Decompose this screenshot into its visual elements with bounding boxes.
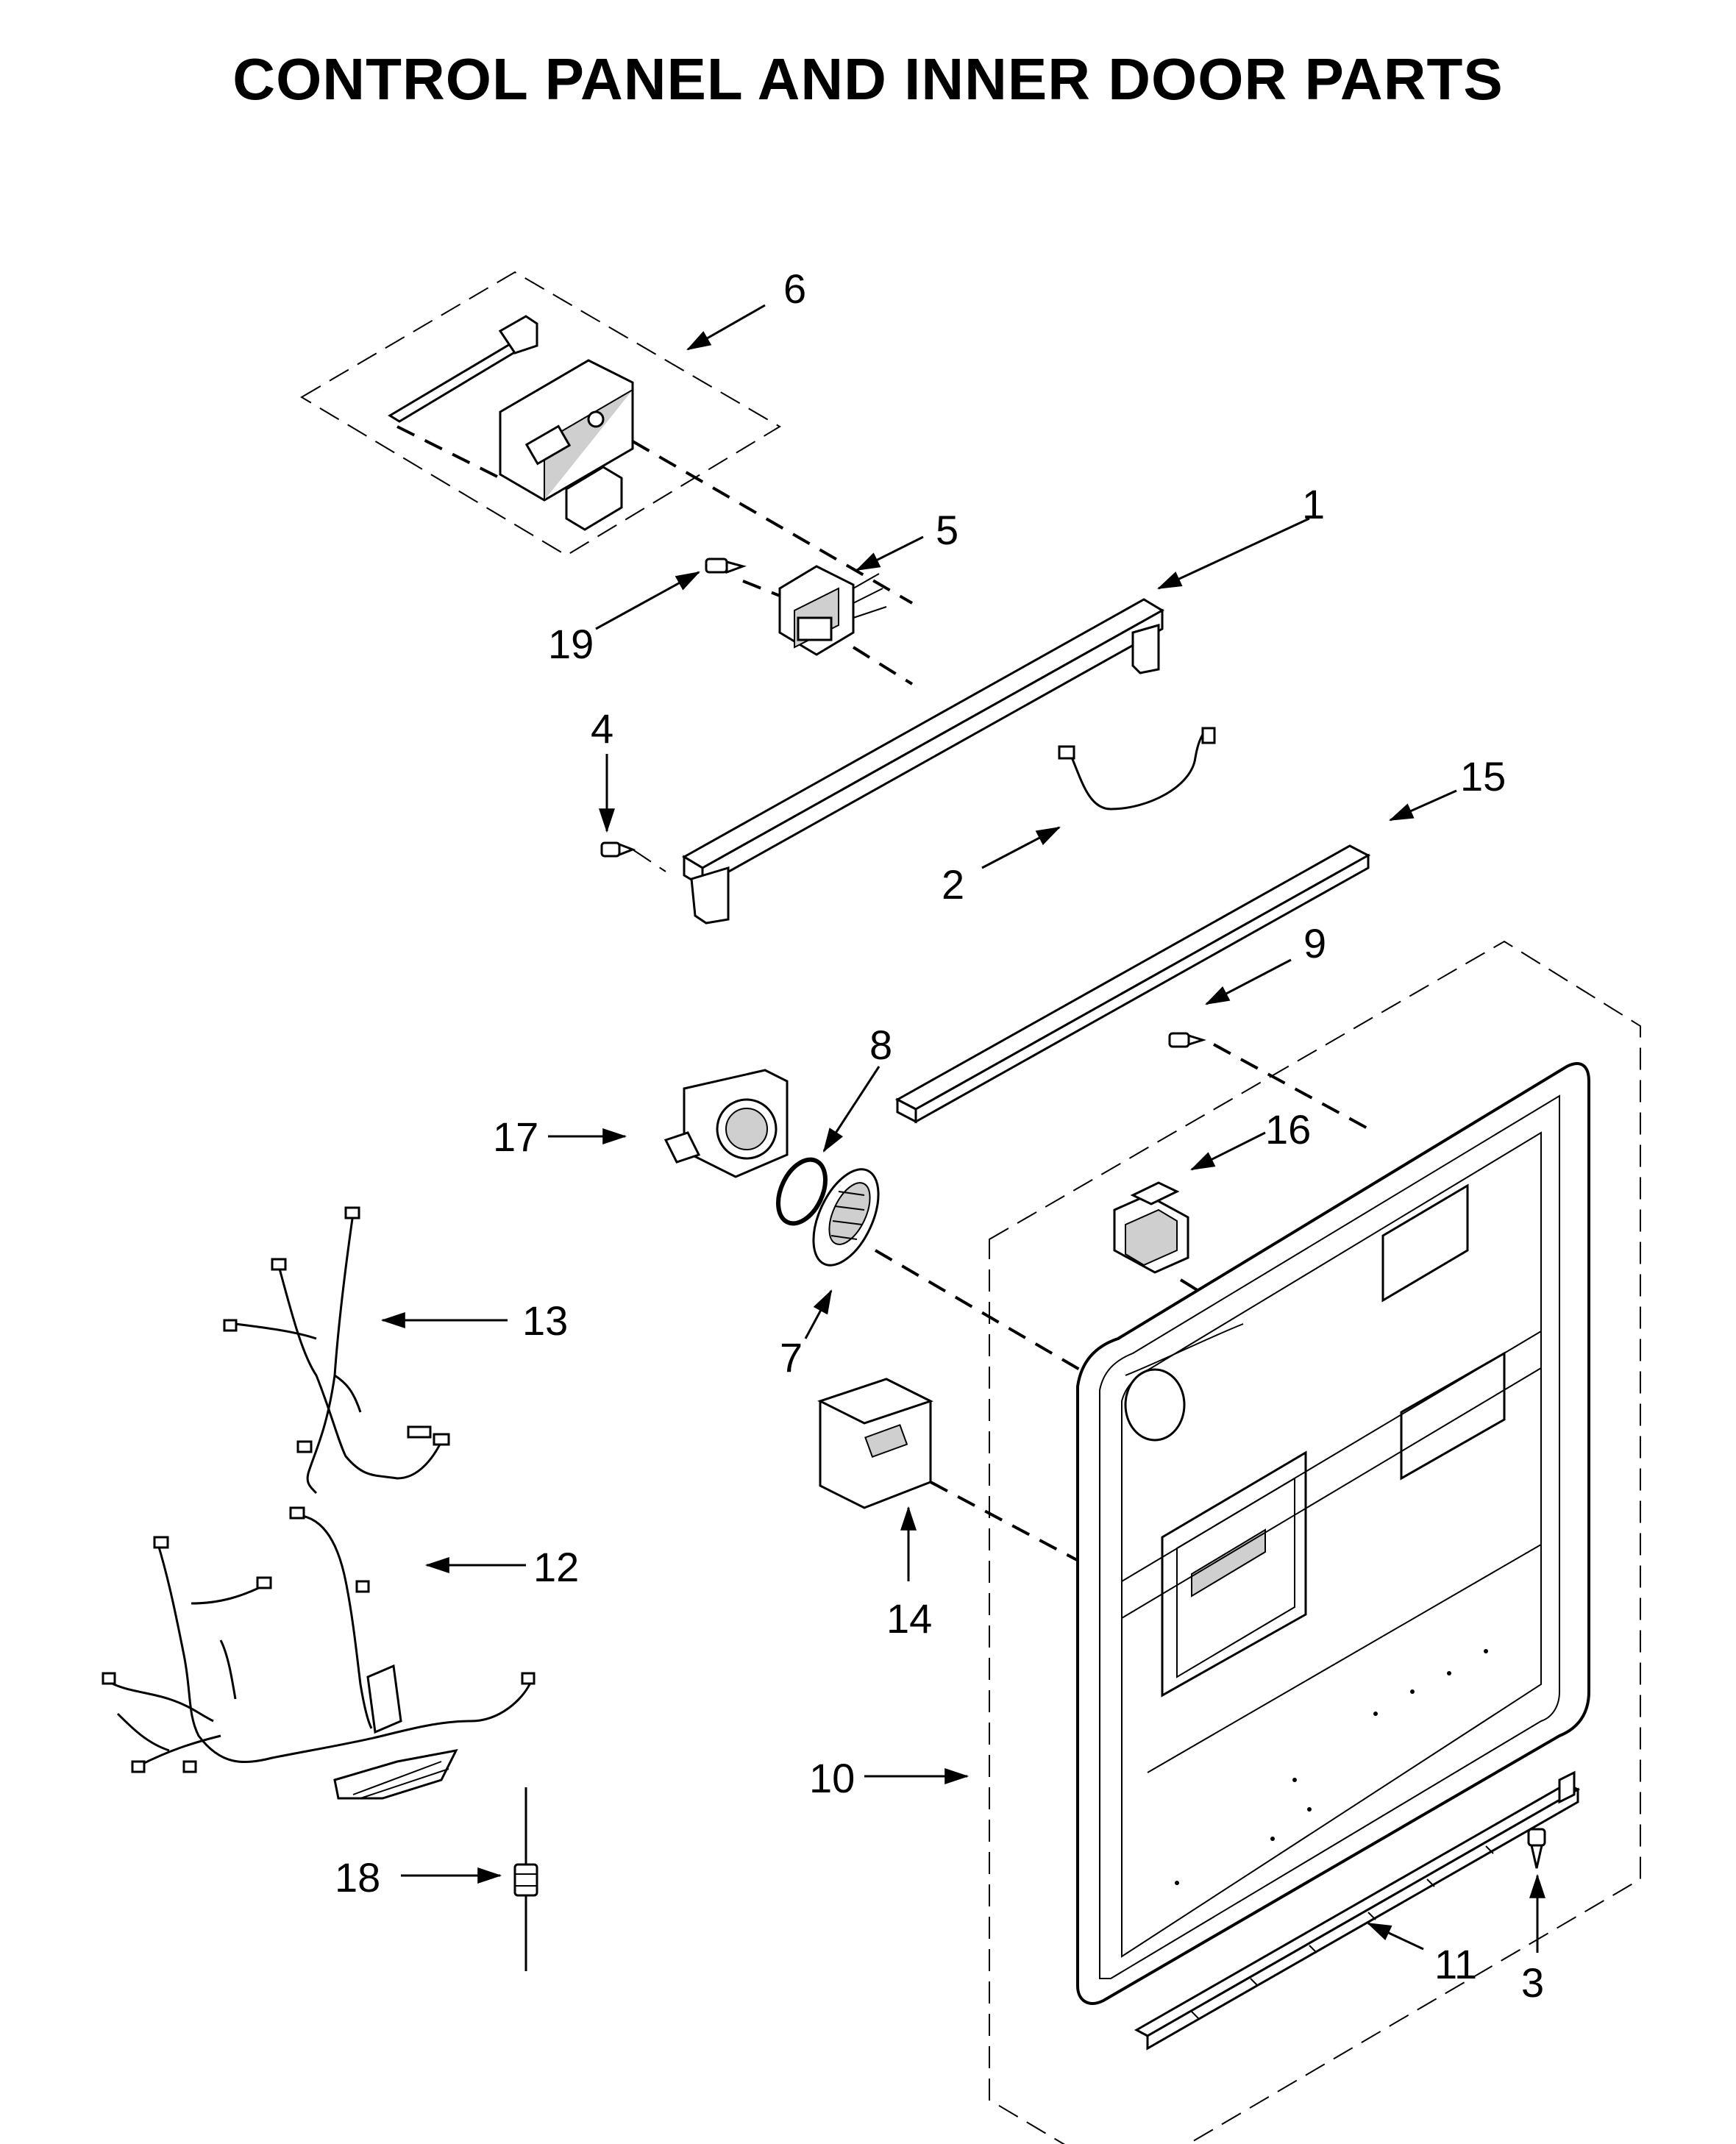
callout-16: 16: [1265, 1106, 1311, 1153]
part-15-rail: [894, 844, 1371, 1124]
callout-12: 12: [533, 1544, 579, 1590]
part-10-inner-door: [989, 940, 1641, 2144]
part-2-wire: [1058, 727, 1216, 811]
callout-1: 1: [1302, 481, 1325, 527]
part-9-screw: [1168, 1032, 1376, 1134]
part-7-vent-cover: [812, 1168, 1098, 1381]
callout-14: 14: [886, 1595, 932, 1642]
page-title: CONTROL PANEL AND INNER DOOR PARTS: [232, 46, 1504, 112]
callout-11: 11: [1434, 1941, 1477, 1987]
part-11-bottom-rail: [1134, 1770, 1581, 2051]
part-14-control-board: [817, 1378, 1214, 1634]
callout-4: 4: [591, 705, 613, 752]
callout-3: 3: [1521, 1959, 1544, 2006]
part-4-screw: [600, 841, 666, 872]
callout-10: 10: [809, 1755, 855, 1801]
part-12-harness: [102, 1506, 536, 1800]
callout-labels: 6 1 5 19 4 2 15 9 8 17 16 7 13 14 12 10 …: [335, 266, 1544, 2006]
callout-15: 15: [1460, 753, 1506, 799]
callout-7: 7: [780, 1334, 803, 1381]
callout-5: 5: [936, 507, 958, 553]
callout-19: 19: [548, 621, 594, 667]
callout-9: 9: [1303, 920, 1326, 966]
part-8-gasket: [776, 1157, 828, 1226]
callout-2: 2: [942, 861, 964, 908]
part-6-control-assembly: [300, 271, 914, 605]
leader-lines: [380, 304, 1545, 1953]
part-3-screw: [1527, 1828, 1546, 1869]
part-13-harness: [223, 1206, 450, 1495]
part-19-screw: [705, 558, 747, 574]
part-18-fuse: [513, 1787, 538, 1971]
callout-17: 17: [493, 1114, 538, 1160]
callout-6: 6: [783, 266, 806, 312]
part-5-switch: [742, 565, 914, 685]
callout-18: 18: [335, 1854, 380, 1901]
callout-13: 13: [522, 1297, 568, 1344]
callout-8: 8: [869, 1022, 892, 1068]
part-17-vent: [664, 1069, 789, 1178]
part-1-control-panel: [682, 598, 1164, 925]
